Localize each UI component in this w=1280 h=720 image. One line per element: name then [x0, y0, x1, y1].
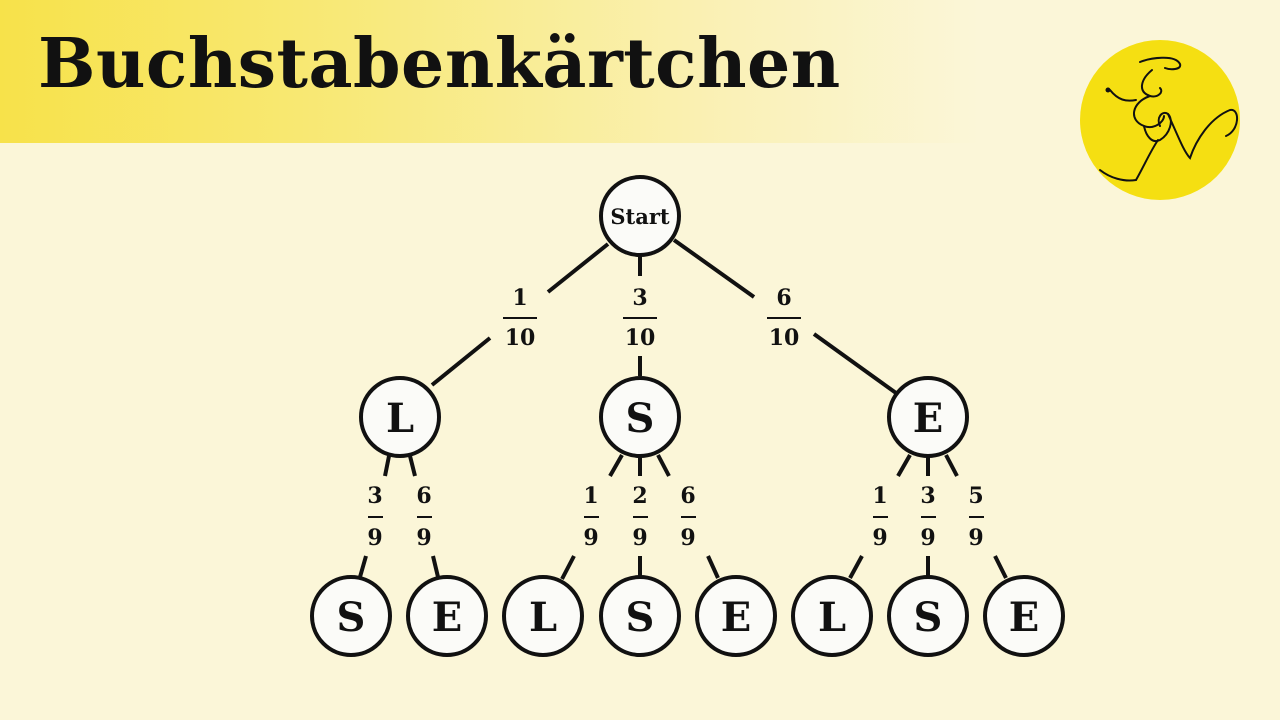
edge-probability-E-E: 5 9 [968, 483, 984, 551]
edge-probability-L-S: 3 9 [367, 483, 383, 551]
svg-text:9: 9 [416, 525, 431, 551]
svg-text:1: 1 [512, 285, 527, 311]
node-L: L [359, 376, 441, 458]
edge-probability-S-S: 2 9 [632, 483, 648, 551]
svg-text:3: 3 [632, 285, 647, 311]
edge-probability-start-E: 6 10 [767, 285, 801, 351]
edge-probability-S-L: 1 9 [583, 483, 599, 551]
svg-text:1: 1 [583, 483, 598, 509]
edge-probability-E-L: 1 9 [872, 483, 888, 551]
svg-text:L: L [529, 594, 557, 641]
edge-probability-start-L: 1 10 [503, 285, 537, 351]
edge-probability-L-E: 6 9 [416, 483, 432, 551]
svg-text:3: 3 [920, 483, 935, 509]
svg-text:2: 2 [632, 483, 647, 509]
svg-text:S: S [914, 594, 943, 641]
svg-text:9: 9 [583, 525, 598, 551]
svg-text:3: 3 [367, 483, 382, 509]
svg-text:L: L [818, 594, 846, 641]
svg-text:9: 9 [680, 525, 695, 551]
en-logo [1080, 40, 1240, 200]
svg-text:6: 6 [680, 483, 695, 509]
leaf-S-E: E [695, 575, 777, 657]
svg-text:L: L [386, 395, 414, 442]
edge-probability-start-S: 3 10 [623, 285, 657, 351]
calligraphic-en-logo-icon [1083, 56, 1238, 182]
svg-text:10: 10 [625, 325, 656, 351]
svg-text:9: 9 [872, 525, 887, 551]
tree-edges [358, 238, 1008, 580]
leaf-S-S: S [599, 575, 681, 657]
leaf-E-S: S [887, 575, 969, 657]
svg-text:S: S [626, 594, 655, 641]
svg-text:9: 9 [632, 525, 647, 551]
svg-text:S: S [337, 594, 366, 641]
svg-text:S: S [626, 395, 655, 442]
logo-dot-icon [1105, 87, 1111, 93]
node-S: S [599, 376, 681, 458]
svg-text:10: 10 [505, 325, 536, 351]
svg-text:9: 9 [920, 525, 935, 551]
svg-text:E: E [721, 594, 752, 641]
page-title: Buchstabenkärtchen [38, 24, 841, 104]
svg-text:1: 1 [872, 483, 887, 509]
leaf-E-L: L [791, 575, 873, 657]
svg-text:5: 5 [968, 483, 983, 509]
leaf-E-E: E [983, 575, 1065, 657]
svg-text:9: 9 [367, 525, 382, 551]
svg-text:9: 9 [968, 525, 983, 551]
leaf-S-L: L [502, 575, 584, 657]
node-E: E [887, 376, 969, 458]
svg-text:10: 10 [769, 325, 800, 351]
svg-text:Start: Start [610, 204, 670, 229]
svg-text:6: 6 [776, 285, 791, 311]
title-banner [0, 0, 980, 143]
svg-text:E: E [432, 594, 463, 641]
svg-text:6: 6 [416, 483, 431, 509]
leaf-L-E: E [406, 575, 488, 657]
leaf-L-S: S [310, 575, 392, 657]
svg-text:E: E [1009, 594, 1040, 641]
edge-probability-E-S: 3 9 [920, 483, 936, 551]
svg-text:E: E [913, 395, 944, 442]
edge-probability-S-E: 6 9 [680, 483, 696, 551]
node-start: Start [599, 175, 681, 257]
